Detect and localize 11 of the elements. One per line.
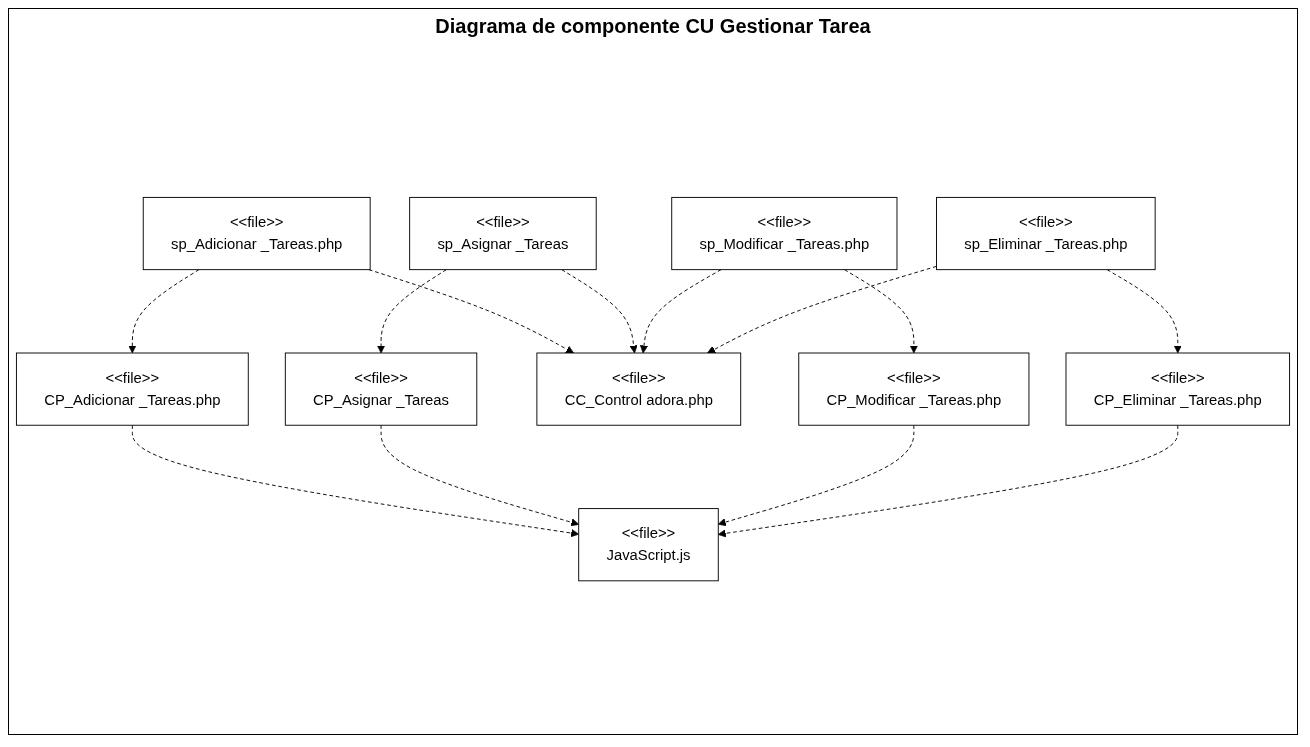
node-box: <<file>> CP_Asignar _Tareas [284, 352, 478, 426]
diagram-title: Diagrama de componente CU Gestionar Tarea [435, 15, 871, 38]
node-box: <<file>> CP_Modificar _Tareas.php [798, 352, 1030, 426]
node-box: <<file>> sp_Adicionar _Tareas.php [142, 196, 371, 270]
node-box: <<file>> CC_Control adora.php [536, 352, 742, 426]
node-box: <<file>> sp_Eliminar _Tareas.php [936, 196, 1156, 270]
node-box: <<file>> sp_Modificar _Tareas.php [671, 196, 898, 270]
node-box: <<file>> JavaScript.js [578, 508, 719, 582]
node-box: <<file>> sp_Asignar _Tareas [409, 196, 597, 270]
node-box: <<file>> CP_Eliminar _Tareas.php [1065, 352, 1291, 426]
node-box: <<file>> CP_Adicionar _Tareas.php [15, 352, 249, 426]
